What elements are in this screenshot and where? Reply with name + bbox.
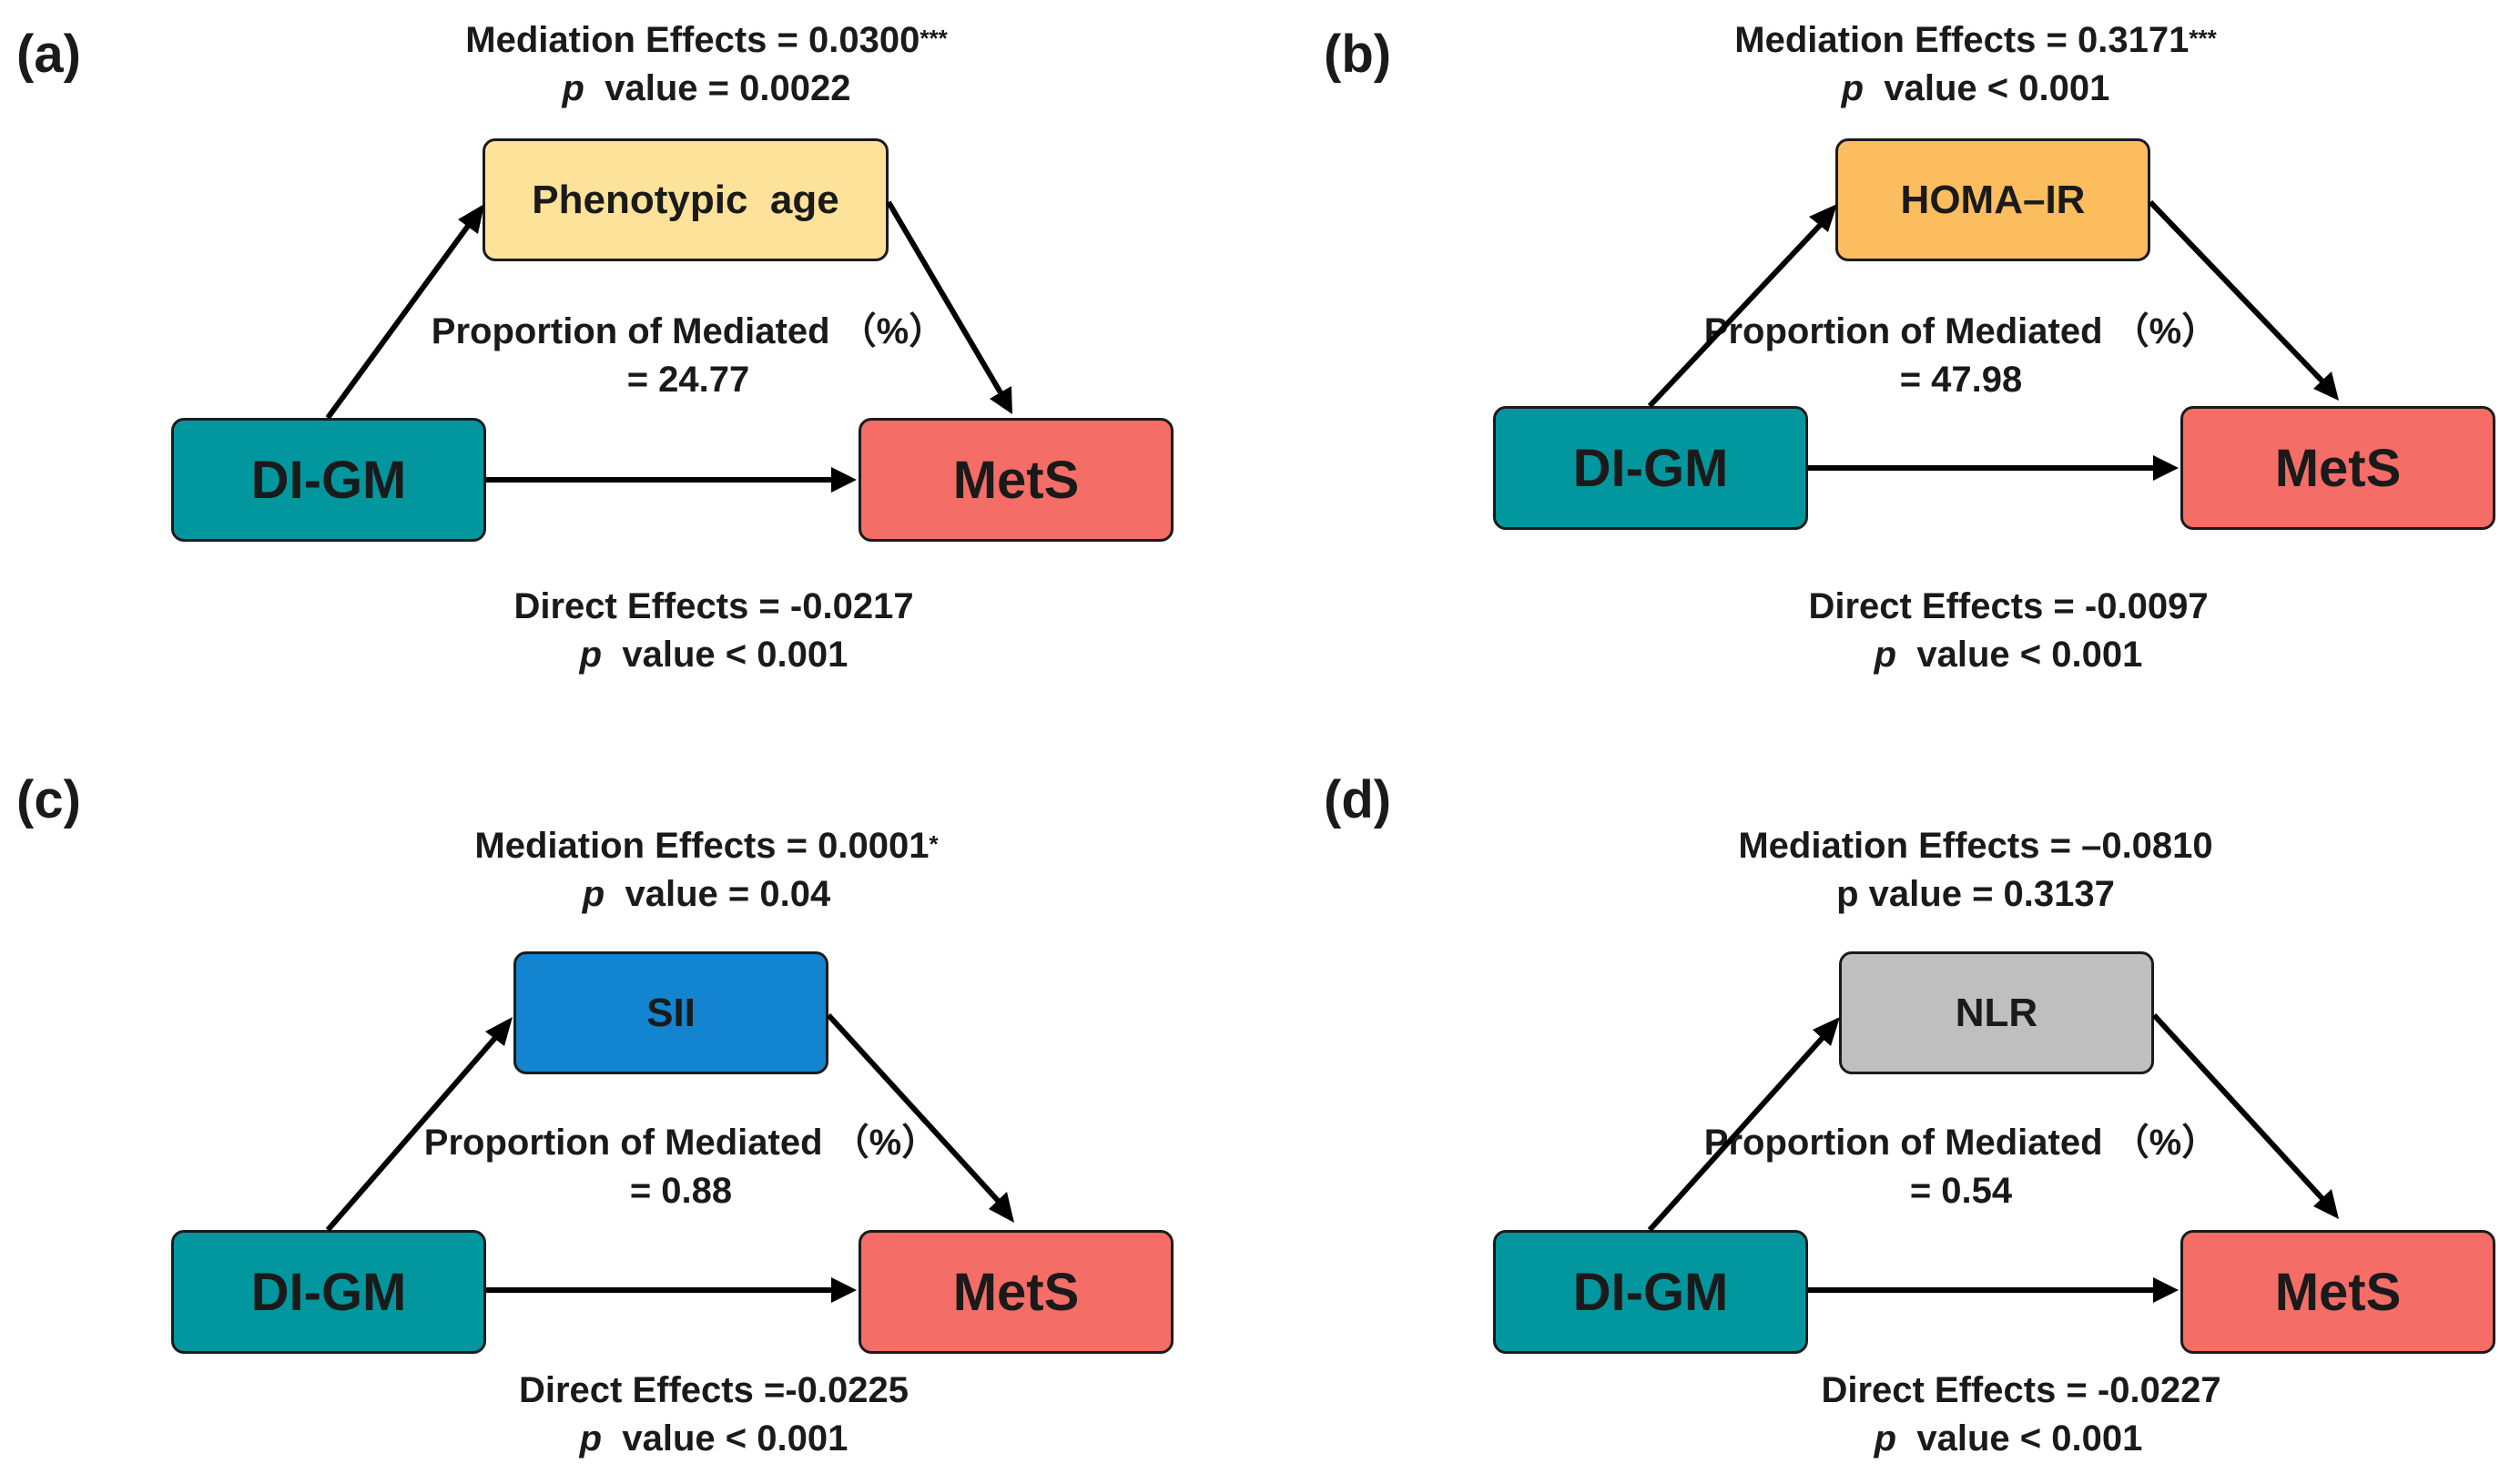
exposure-box: DI-GM: [171, 1230, 486, 1354]
direct-p-text: p value < 0.001: [580, 631, 848, 679]
proportion-label: Proportion of Mediated （%）: [1703, 311, 2219, 351]
mediator-label: NLR: [1955, 990, 2038, 1035]
proportion-value: = 24.77: [626, 360, 750, 400]
direct-p-value: value < 0.001: [622, 1418, 848, 1459]
panel-c: (c) Mediation Effects = 0.0001* p value …: [0, 742, 1260, 1484]
direct-p-text: p value < 0.001: [1875, 631, 2143, 679]
arrowhead: [831, 467, 857, 493]
exposure-box: DI-GM: [171, 418, 486, 542]
proportion-value: = 0.88: [629, 1171, 733, 1211]
mediation-effects-text: Mediation Effects = 0.0001*: [474, 822, 938, 870]
arrowhead: [989, 1192, 1014, 1223]
outcome-label: MetS: [952, 450, 1080, 510]
direct-p-value: value < 0.001: [622, 635, 848, 675]
p-symbol: p: [579, 1418, 603, 1459]
exposure-box: DI-GM: [1493, 1230, 1808, 1354]
mediation-p-text: p value = 0.3137: [1836, 870, 2115, 919]
outcome-box: MetS: [2180, 1230, 2495, 1354]
mediation-effects-value: Mediation Effects = –0.0810: [1738, 826, 2213, 866]
panel-label: (c): [16, 770, 81, 829]
arrowhead: [2313, 371, 2339, 401]
p-symbol: p: [1841, 68, 1865, 108]
direct-effects-text: Direct Effects = -0.0217: [513, 586, 914, 626]
mediation-p-value: value = 0.0022: [605, 68, 851, 108]
panel-b: (b) Mediation Effects = 0.3171*** p valu…: [1260, 0, 2520, 742]
mediator-box: SII: [513, 951, 828, 1074]
outcome-box: MetS: [2180, 406, 2495, 530]
direct-effects-text: Direct Effects = -0.0227: [1821, 1370, 2221, 1410]
mediation-effects-value: Mediation Effects = 0.0300: [465, 20, 920, 60]
direct-p-value: value < 0.001: [1916, 635, 2143, 675]
significance-mark: ***: [920, 25, 948, 52]
exposure-label: DI-GM: [1572, 438, 1729, 498]
mediation-p-text: p value = 0.04: [583, 870, 830, 919]
arrowhead: [2153, 1277, 2179, 1303]
outcome-label: MetS: [952, 1262, 1080, 1322]
exposure-label: DI-GM: [1572, 1262, 1729, 1322]
arrow-mediator-to-outcome: [2151, 1012, 2328, 1204]
arrow-mediator-to-outcome: [886, 200, 1004, 396]
proportion-value: = 47.98: [1899, 360, 2023, 400]
mediation-p-value: value < 0.001: [1884, 68, 2110, 108]
arrowhead: [1813, 1017, 1840, 1046]
mediator-label: Phenotypic age: [532, 177, 839, 222]
mediator-box: Phenotypic age: [483, 138, 889, 261]
outcome-box: MetS: [859, 1230, 1174, 1354]
significance-mark: ***: [2189, 25, 2217, 52]
proportion-label: Proportion of Mediated （%）: [431, 311, 946, 351]
mediation-effects-text: Mediation Effects = –0.0810: [1738, 822, 2212, 870]
mediation-effects-text: Mediation Effects = 0.0300***: [465, 16, 947, 65]
mediator-label: SII: [646, 990, 696, 1035]
p-symbol: p: [579, 635, 603, 675]
arrowhead: [1809, 204, 1837, 232]
direct-p-text: p value < 0.001: [1875, 1415, 2143, 1463]
mediation-p-text: p value = 0.0022: [563, 65, 851, 113]
mediation-effects-value: Mediation Effects = 0.3171: [1734, 20, 2190, 60]
arrowhead: [831, 1277, 857, 1303]
mediation-p-text: p value < 0.001: [1842, 65, 2110, 113]
arrowhead: [2313, 1189, 2339, 1219]
direct-p-value: value < 0.001: [1916, 1418, 2143, 1459]
significance-mark: *: [929, 830, 939, 858]
p-symbol: p: [582, 874, 605, 914]
proportion-label: Proportion of Mediated （%）: [1703, 1123, 2219, 1163]
p-symbol: p: [1874, 1418, 1897, 1459]
direct-effects-text: Direct Effects = -0.0097: [1808, 586, 2209, 626]
arrowhead: [485, 1017, 513, 1046]
direct-p-text: p value < 0.001: [580, 1415, 848, 1463]
arrow-mediator-to-outcome: [2148, 199, 2328, 387]
p-symbol: p: [1874, 635, 1897, 675]
p-symbol: p: [562, 68, 584, 108]
outcome-label: MetS: [2274, 1262, 2402, 1322]
arrow-mediator-to-outcome: [826, 1012, 1004, 1207]
mediation-p-value: value = 0.04: [625, 874, 831, 914]
proportion-value: = 0.54: [1909, 1171, 2013, 1211]
mediator-box: NLR: [1839, 951, 2154, 1074]
mediation-p-value: p value = 0.3137: [1836, 874, 2115, 914]
direct-effects-text: Direct Effects =-0.0225: [518, 1370, 909, 1410]
mediator-label: HOMA–IR: [1900, 177, 2086, 222]
mediator-box: HOMA–IR: [1835, 138, 2150, 261]
panel-label: (b): [1324, 25, 1392, 84]
exposure-label: DI-GM: [250, 1262, 407, 1322]
arrowhead: [458, 204, 484, 234]
exposure-box: DI-GM: [1493, 406, 1808, 530]
exposure-label: DI-GM: [250, 450, 407, 510]
mediation-effects-text: Mediation Effects = 0.3171***: [1734, 16, 2216, 65]
outcome-box: MetS: [859, 418, 1174, 542]
proportion-label: Proportion of Mediated （%）: [423, 1123, 939, 1163]
arrowhead: [990, 386, 1012, 414]
panel-a: (a) Mediation Effects = 0.0300*** p valu…: [0, 0, 1260, 742]
arrowhead: [2153, 455, 2179, 481]
outcome-label: MetS: [2274, 438, 2402, 498]
panel-label: (d): [1324, 770, 1392, 829]
panel-d: (d) Mediation Effects = –0.0810 p value …: [1260, 742, 2520, 1484]
panel-label: (a): [16, 25, 81, 84]
mediation-effects-value: Mediation Effects = 0.0001: [474, 826, 930, 866]
